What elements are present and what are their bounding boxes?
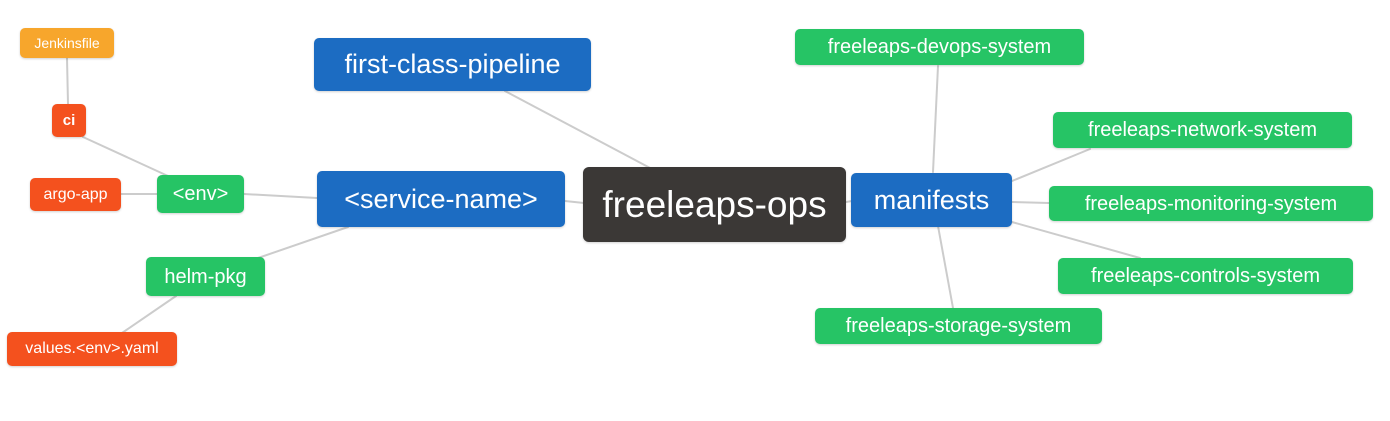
node-freeleaps-devops-system[interactable]: freeleaps-devops-system xyxy=(795,29,1084,65)
node-helm-pkg[interactable]: helm-pkg xyxy=(146,257,265,296)
edge-service-name-helm-pkg xyxy=(257,226,349,259)
node-freeleaps-ops[interactable]: freeleaps-ops xyxy=(583,167,846,242)
node-freeleaps-monitoring-system[interactable]: freeleaps-monitoring-system xyxy=(1049,186,1373,221)
node-freeleaps-storage-system[interactable]: freeleaps-storage-system xyxy=(815,308,1102,344)
edge-manifests-devops xyxy=(932,65,939,173)
node-env[interactable]: <env> xyxy=(157,175,244,213)
edge-env-service-name xyxy=(243,193,318,199)
edge-jenkinsfile-ci xyxy=(66,57,69,105)
edge-manifests-controls xyxy=(1011,221,1141,259)
node-values-env-yaml[interactable]: values.<env>.yaml xyxy=(7,332,177,366)
edge-manifests-monitoring xyxy=(1011,201,1050,204)
node-first-class-pipeline[interactable]: first-class-pipeline xyxy=(314,38,591,91)
node-freeleaps-controls-system[interactable]: freeleaps-controls-system xyxy=(1058,258,1353,294)
edge-manifests-storage xyxy=(937,225,954,309)
node-freeleaps-network-system[interactable]: freeleaps-network-system xyxy=(1053,112,1352,148)
node-argo-app[interactable]: argo-app xyxy=(30,178,121,211)
edge-manifests-network xyxy=(1011,148,1091,182)
node-jenkinsfile[interactable]: Jenkinsfile xyxy=(20,28,114,58)
edge-service-name-ops xyxy=(564,200,585,204)
node-service-name[interactable]: <service-name> xyxy=(317,171,565,227)
edge-pipeline-ops xyxy=(504,90,653,170)
edge-helm-pkg-values xyxy=(121,295,177,334)
node-manifests[interactable]: manifests xyxy=(851,173,1012,227)
edge-ci-env xyxy=(82,136,169,177)
node-ci[interactable]: ci xyxy=(52,104,86,137)
